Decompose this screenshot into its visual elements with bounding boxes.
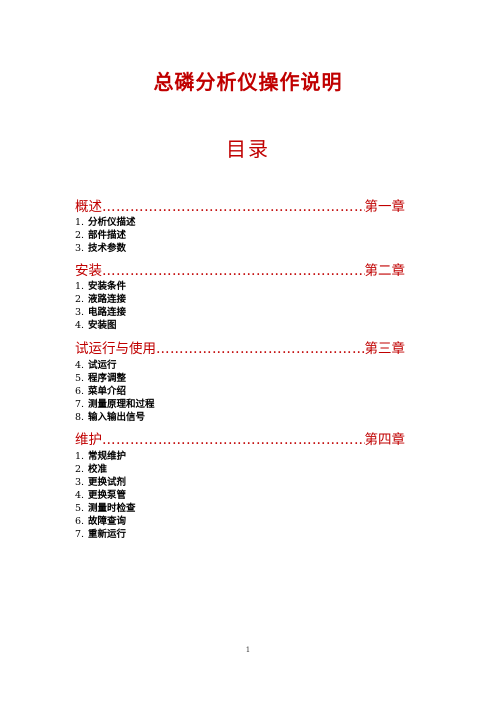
list-item: 4.更换泵管 [75,490,127,501]
toc-subitems: 1.安装条件 2.液路连接 3.电路连接 4.安装图 [75,280,126,332]
toc-entry-chapter: 第一章 [364,199,406,213]
toc-entry-chapter: 第三章 [364,341,406,355]
toc-entry-label: 试运行与使用 [75,341,156,355]
toc-heading: 目录 [226,137,270,161]
list-item: 6.菜单介绍 [75,386,127,397]
toc-entry-label: 维护 [75,432,102,446]
toc-subitems: 4.试运行 5.程序调整 6.菜单介绍 7.测量原理和过程 8.输入输出信号 [75,359,155,424]
list-item: 2.校准 [75,464,108,475]
toc-entry-chapter: 第四章 [364,432,406,446]
toc-entry-installation: 安装 第二章 [75,259,405,277]
toc-entry-label: 概述 [75,199,102,213]
list-item: 3.更换试剂 [75,477,127,488]
toc-entry-label: 安装 [75,263,102,277]
list-item: 6.故障查询 [75,516,127,527]
list-item: 7.测量原理和过程 [75,399,155,410]
list-item: 1.安装条件 [75,281,127,292]
toc-leader-dots [102,199,365,213]
list-item: 5.程序调整 [75,373,127,384]
list-item: 1.分析仪描述 [75,217,136,228]
toc-subitems: 1.分析仪描述 2.部件描述 3.技术参数 [75,216,136,255]
list-item: 4.试运行 [75,360,117,371]
list-item: 2.液路连接 [75,294,127,305]
list-item: 4.安装图 [75,320,117,331]
toc-entry-chapter: 第二章 [364,263,406,277]
toc-leader-dots [156,341,365,355]
list-item: 2.部件描述 [75,230,127,241]
list-item: 3.技术参数 [75,243,127,254]
toc-leader-dots [102,432,365,446]
toc-entry-overview: 概述 第一章 [75,195,405,213]
toc-entry-maintenance: 维护 第四章 [75,428,405,446]
list-item: 1.常规维护 [75,451,127,462]
list-item: 5.测量时检查 [75,503,136,514]
list-item: 8.输入输出信号 [75,412,146,423]
toc-entry-commissioning: 试运行与使用 第三章 [75,337,405,355]
document-title: 总磷分析仪操作说明 [153,70,343,94]
list-item: 3.电路连接 [75,307,127,318]
list-item: 7.重新运行 [75,529,127,540]
toc-leader-dots [102,263,365,277]
toc-subitems: 1.常规维护 2.校准 3.更换试剂 4.更换泵管 5.测量时检查 6.故障查询… [75,450,136,541]
page-number: 1 [245,646,251,654]
